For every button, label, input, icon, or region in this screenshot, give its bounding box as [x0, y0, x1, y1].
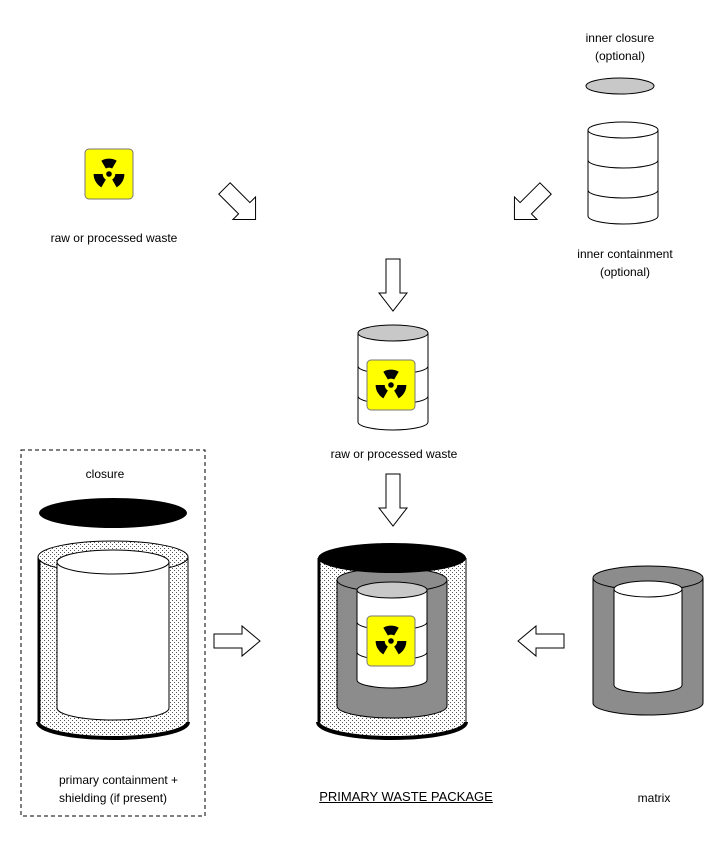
raw-waste-label-mid: raw or processed waste: [330, 447, 458, 461]
arrow-icon: [513, 182, 552, 221]
inner-containment-cylinder: [587, 121, 659, 225]
arrow-icon: [377, 258, 409, 312]
arrow-icon: [213, 624, 261, 658]
closure-label: closure: [85, 467, 125, 481]
primary-containment-label: primary containment + shielding (if pres…: [59, 771, 204, 807]
inner-closure-label: inner closure (optional): [560, 29, 680, 65]
arrow-icon: [517, 624, 565, 658]
inner-closure-label-line1: inner closure: [585, 31, 655, 45]
closure: [39, 498, 187, 528]
inner-containment-label: inner containment (optional): [555, 245, 695, 281]
primary-containment-label-line2: shielding (if present): [59, 791, 168, 805]
package-title: PRIMARY WASTE PACKAGE: [319, 789, 493, 804]
arrow-icon: [218, 182, 257, 221]
inner-closure-label-line2: (optional): [594, 49, 646, 63]
primary-containment-cylinder: [36, 540, 190, 740]
inner-closure: [585, 77, 655, 95]
matrix-label: matrix: [637, 791, 671, 805]
inner-containment-label-line2: (optional): [599, 265, 651, 279]
radiation-symbol-icon: [366, 359, 416, 411]
arrow-icon: [377, 473, 409, 527]
primary-containment-group: [20, 449, 206, 817]
radiation-symbol-icon: [84, 148, 134, 200]
primary-containment-label-line1: primary containment +: [59, 773, 179, 787]
inner-containment-label-line1: inner containment: [577, 247, 673, 261]
matrix-cylinder: [592, 565, 704, 716]
radiation-symbol-icon: [366, 615, 416, 667]
raw-waste-label-top: raw or processed waste: [50, 231, 178, 245]
